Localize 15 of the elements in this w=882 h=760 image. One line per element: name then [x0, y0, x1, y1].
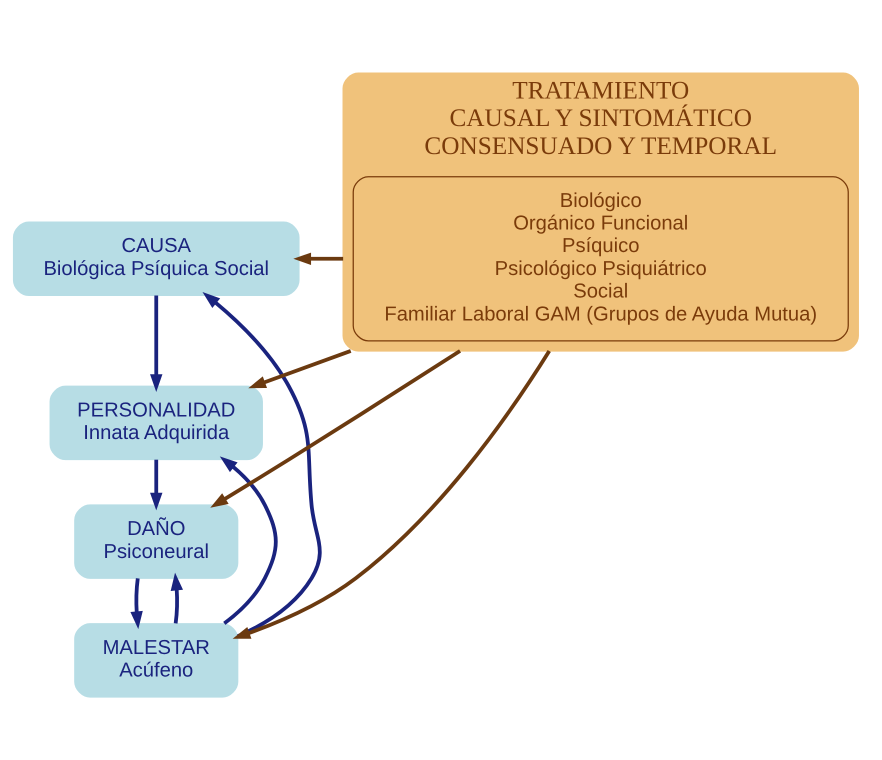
node-box: Biológico Orgánico Funcional Psíquico Psicológico Psiquiátrico Social Familiar Laboral GAM (Grupos de Ayuda Mutua) — [352, 176, 849, 342]
node-box: MALESTAR Acúfeno — [74, 623, 238, 698]
arrow — [150, 296, 162, 392]
arrow — [130, 578, 143, 630]
arrow — [232, 350, 551, 639]
arrow — [293, 252, 344, 265]
arrow — [150, 460, 162, 510]
arrow — [210, 349, 462, 508]
arrow — [220, 456, 278, 625]
node-box: CAUSA Biológica Psíquica Social — [12, 222, 300, 296]
arrow — [248, 349, 352, 388]
node-box: DAÑO Psiconeural — [74, 504, 238, 579]
arrow — [170, 572, 183, 624]
arrow — [202, 292, 322, 638]
node-box: PERSONALIDAD Innata Adquirida — [50, 386, 263, 460]
